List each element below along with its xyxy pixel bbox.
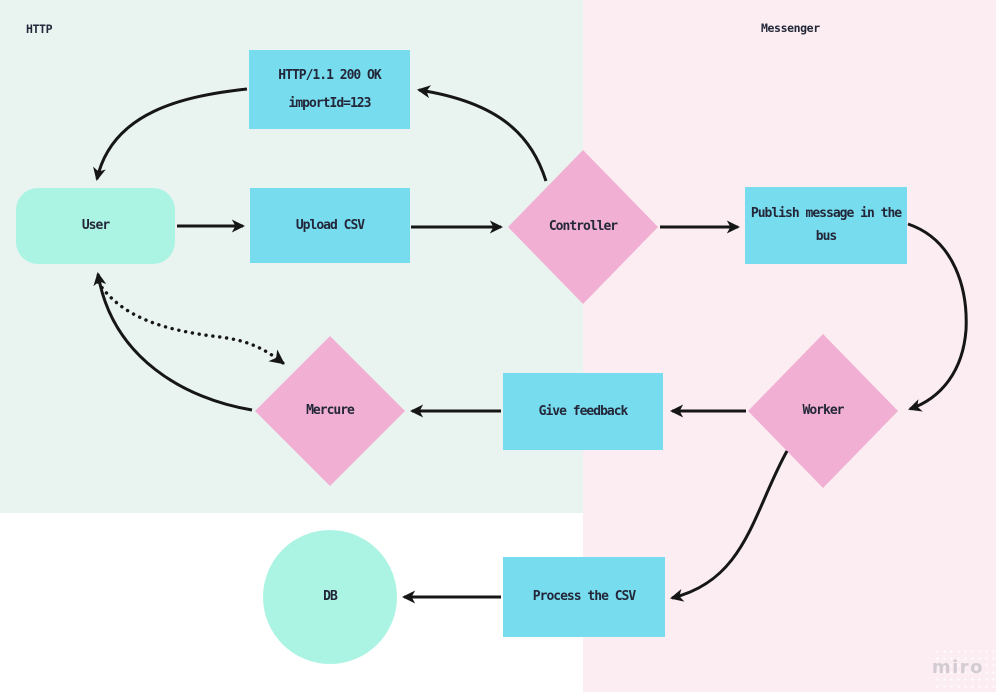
node-process-csv-label: Process the CSV [532, 589, 636, 605]
node-mercure-label: Mercure [306, 403, 355, 419]
miro-logo: miro [931, 657, 984, 678]
node-process-csv[interactable]: Process the CSV [503, 557, 665, 637]
edge-controller-to-http-response[interactable] [416, 85, 548, 182]
edge-user-to-mercure-dotted[interactable] [96, 280, 285, 365]
node-user[interactable]: User [16, 188, 175, 264]
node-db[interactable]: DB [263, 530, 397, 664]
edge-publish-message-to-worker[interactable] [907, 222, 968, 412]
watermark-dot-pattern [934, 648, 996, 692]
node-publish-message-line1: Publish message in the [750, 206, 902, 222]
edge-http-response-to-user[interactable] [93, 87, 248, 182]
node-publish-message-line2: bus [815, 229, 837, 244]
node-http-response-line2: importId=123 [288, 95, 372, 111]
node-publish-message[interactable]: Publish message in the bus [745, 187, 907, 264]
node-upload-csv-label: Upload CSV [295, 217, 365, 233]
node-worker-label: Worker [802, 403, 845, 419]
frame-http-title[interactable]: HTTP [26, 22, 53, 36]
node-give-feedback-label: Give feedback [538, 403, 629, 419]
node-upload-csv[interactable]: Upload CSV [250, 188, 410, 263]
frame-messenger-title[interactable]: Messenger [761, 21, 820, 35]
node-controller-label: Controller [548, 219, 618, 235]
node-http-response[interactable]: HTTP/1.1 200 OK importId=123 [249, 50, 410, 129]
node-user-label: User [81, 218, 110, 234]
edge-worker-to-process-csv[interactable] [669, 450, 789, 602]
node-give-feedback[interactable]: Give feedback [503, 373, 663, 450]
node-db-label: DB [323, 589, 338, 605]
node-http-response-line1: HTTP/1.1 200 OK [278, 67, 381, 83]
edge-mercure-to-user[interactable] [93, 271, 253, 412]
